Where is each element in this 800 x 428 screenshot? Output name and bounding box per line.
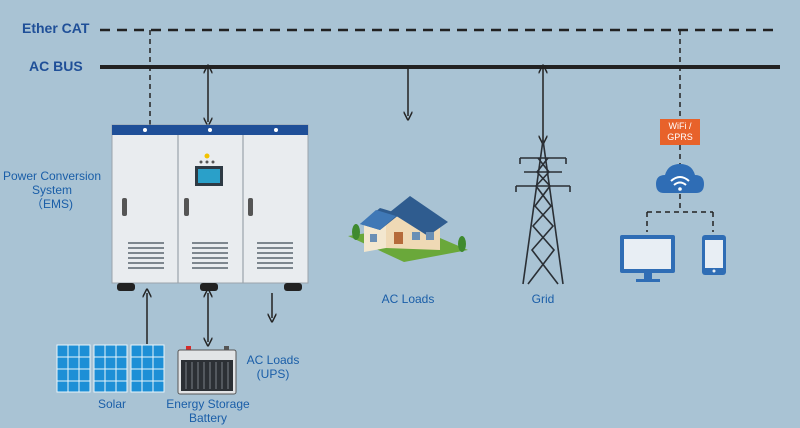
pcs-label: Power Conversion System （EMS)	[2, 169, 102, 211]
ups-loads-label: AC Loads (UPS)	[246, 353, 300, 381]
cloud-wifi-icon	[656, 164, 704, 193]
battery-label: Energy Storage Battery	[166, 397, 250, 425]
wifi-gprs-badge: WiFi / GPRS	[660, 119, 700, 145]
monitor-icon	[620, 235, 675, 282]
solar-panel-icon	[56, 344, 165, 393]
house-icon	[348, 196, 468, 262]
transmission-tower-icon	[515, 139, 571, 285]
solar-label: Solar	[97, 397, 126, 411]
grid-label: Grid	[531, 292, 555, 306]
ac-bus-label: AC BUS	[29, 58, 83, 74]
battery-icon	[177, 346, 237, 395]
smartphone-icon	[702, 235, 726, 275]
ethercat-label: Ether CAT	[22, 20, 90, 36]
cabinet-icon	[111, 124, 309, 291]
ac-loads-label: AC Loads	[381, 292, 435, 306]
cloud-device-link	[646, 145, 714, 232]
